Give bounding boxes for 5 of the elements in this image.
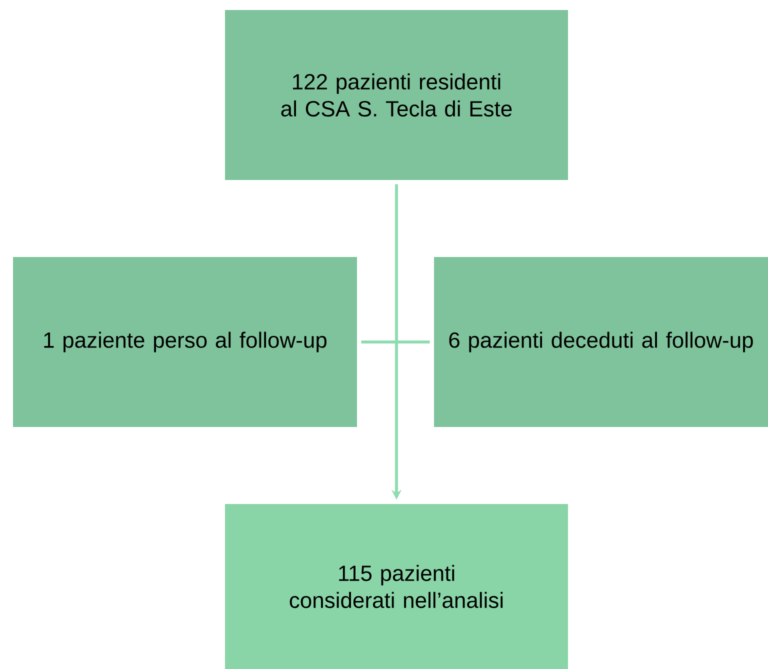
process-box: 1 paziente perso al follow-up bbox=[13, 257, 357, 427]
process-box: 115 pazienti considerati nell’analisi bbox=[225, 504, 568, 669]
process-box: 6 pazienti deceduti al follow-up bbox=[434, 257, 768, 427]
connector-line bbox=[361, 340, 430, 344]
process-box: 122 pazienti residenti al CSA S. Tecla di Este bbox=[225, 10, 568, 180]
